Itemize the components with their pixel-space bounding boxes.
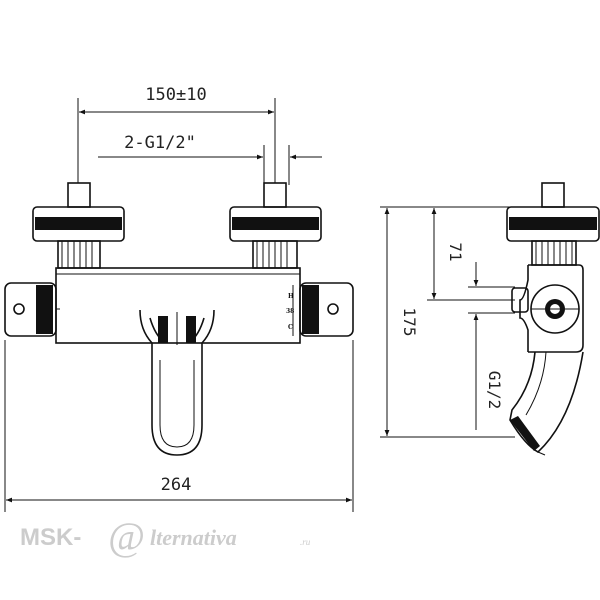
dimension-inlet-spacing: 150±10 [77, 85, 276, 183]
dimension-inlet-thread: 2-G1/2" [98, 133, 322, 185]
watermark-name: lternativa [150, 525, 237, 550]
total-height-label: 175 [400, 308, 419, 337]
side-view: 175 71 G1/2 [380, 182, 600, 456]
inlet-thread-label: 2-G1/2" [124, 133, 196, 153]
right-inlet-connector [229, 182, 322, 269]
watermark: MSK- @ lternativa .ru [20, 514, 311, 559]
side-spout [509, 351, 584, 456]
inlet-spacing-label: 150±10 [145, 85, 206, 105]
dial-mark-cold: C [288, 324, 293, 331]
dimension-outlet-thread: G1/2 [468, 262, 515, 430]
left-inlet-connector [32, 182, 125, 269]
dial-mark-38: 38 [286, 308, 294, 315]
outlet-thread-label: G1/2 [485, 371, 504, 410]
side-body [511, 264, 584, 353]
side-inlet-connector [506, 182, 600, 266]
total-width-label: 264 [161, 475, 192, 495]
front-view: 150±10 2-G1/2" [4, 85, 354, 512]
watermark-prefix: MSK- [20, 524, 81, 551]
dimension-total-height: 175 [380, 206, 515, 438]
mixer-body: H 38 C [4, 267, 354, 344]
watermark-at-sign: @ [108, 514, 145, 559]
spout [139, 309, 215, 456]
dimension-inlet-offset: 71 [427, 208, 515, 301]
inlet-offset-label: 71 [446, 242, 465, 261]
dimension-total-width: 264 [4, 340, 354, 512]
watermark-suffix: .ru [300, 537, 311, 547]
dial-mark-hot: H [288, 293, 294, 300]
